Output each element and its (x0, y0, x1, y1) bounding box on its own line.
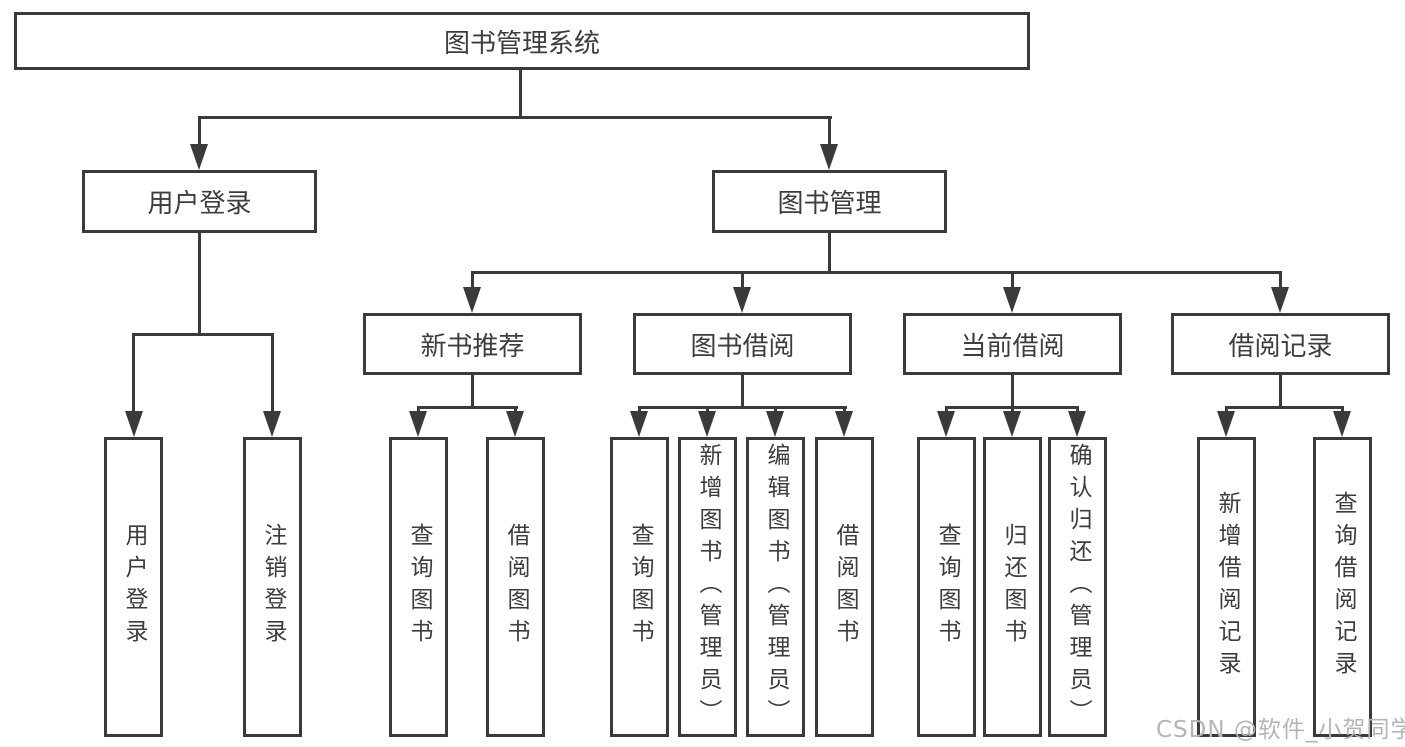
leaf-confirm-return-admin: 确认归还（管理员） (1048, 437, 1107, 737)
node-book-borrow: 图书借阅 (633, 313, 852, 375)
arrowhead-down-icon (1217, 411, 1235, 437)
connector-v (828, 231, 831, 274)
node-borrow-records: 借阅记录 (1171, 313, 1390, 375)
connector-h (417, 406, 518, 409)
connector-v (1011, 271, 1014, 289)
leaf-query-books-newbook: 查询图书 (389, 437, 448, 737)
connector-v (741, 373, 744, 409)
leaf-user-login: 用户登录 (104, 437, 163, 737)
leaf-query-books-current: 查询图书 (917, 437, 976, 737)
connector-v (271, 333, 274, 413)
arrowhead-down-icon (835, 411, 853, 437)
connector-v (1279, 373, 1282, 409)
arrowhead-down-icon (630, 411, 648, 437)
connector-v (198, 231, 201, 335)
node-system-root: 图书管理系统 (14, 12, 1030, 70)
leaf-borrow-books-borrow: 借阅图书 (815, 437, 874, 737)
arrowhead-down-icon (1003, 287, 1021, 313)
node-new-book-recommend: 新书推荐 (363, 313, 582, 375)
arrowhead-down-icon (263, 411, 281, 437)
connector-v (471, 271, 474, 289)
arrowhead-down-icon (1271, 287, 1289, 313)
connector-h (1225, 406, 1344, 409)
arrowhead-down-icon (1068, 411, 1086, 437)
connector-v (1279, 271, 1282, 289)
leaf-edit-book-admin: 编辑图书（管理员） (746, 437, 805, 737)
arrowhead-down-icon (937, 411, 955, 437)
node-user-login: 用户登录 (82, 170, 317, 233)
connector-v (198, 116, 201, 148)
arrowhead-down-icon (409, 411, 427, 437)
leaf-logout: 注销登录 (243, 437, 302, 737)
connector-v (471, 373, 474, 409)
leaf-add-book-admin: 新增图书（管理员） (678, 437, 737, 737)
arrowhead-down-icon (190, 144, 208, 170)
connector-h (132, 333, 273, 336)
connector-h (638, 406, 847, 409)
connector-v (519, 68, 522, 118)
arrowhead-down-icon (1333, 411, 1351, 437)
connector-v (741, 271, 744, 289)
connector-h (471, 271, 1282, 274)
connector-v (828, 116, 831, 148)
leaf-borrow-books-newbook: 借阅图书 (486, 437, 545, 737)
arrowhead-down-icon (698, 411, 716, 437)
leaf-add-borrow-record: 新增借阅记录 (1197, 437, 1256, 737)
node-book-management: 图书管理 (712, 170, 947, 233)
leaf-query-borrow-record: 查询借阅记录 (1313, 437, 1372, 737)
connector-v (132, 333, 135, 413)
arrowhead-down-icon (766, 411, 784, 437)
node-current-borrow: 当前借阅 (903, 313, 1122, 375)
arrowhead-down-icon (506, 411, 524, 437)
arrowhead-down-icon (1003, 411, 1021, 437)
leaf-query-books-borrow: 查询图书 (610, 437, 669, 737)
arrowhead-down-icon (820, 144, 838, 170)
csdn-watermark: CSDN @软件_小贺同学 (1156, 717, 1405, 743)
connector-v (1011, 373, 1014, 409)
arrowhead-down-icon (125, 411, 143, 437)
arrowhead-down-icon (463, 287, 481, 313)
connector-h (198, 116, 832, 119)
leaf-return-book: 归还图书 (983, 437, 1042, 737)
arrowhead-down-icon (733, 287, 751, 313)
